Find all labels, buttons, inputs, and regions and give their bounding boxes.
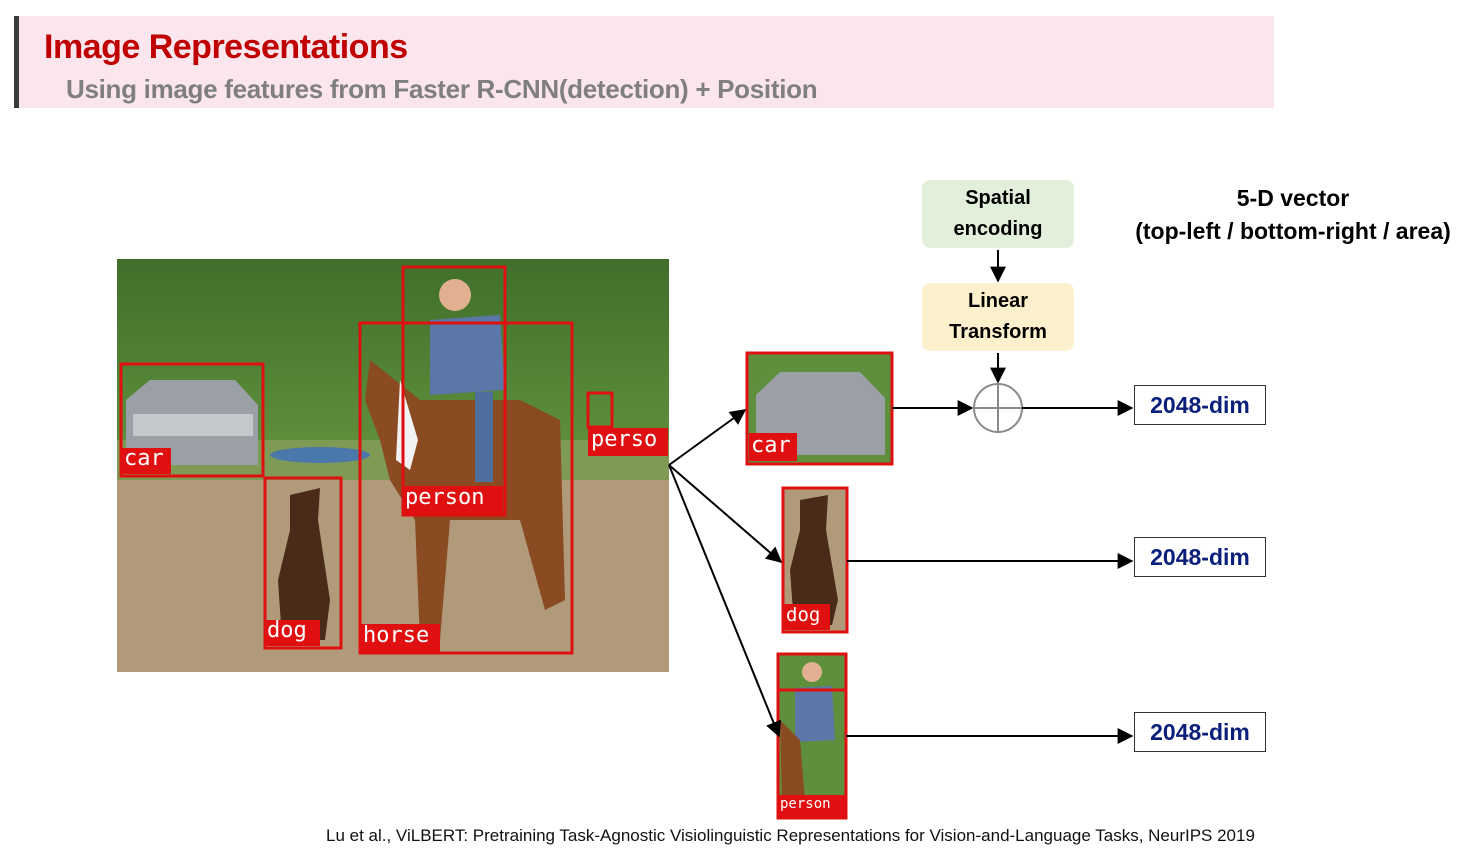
scene-photo	[117, 259, 669, 672]
spatial-encoding-line1: Spatial	[965, 187, 1031, 209]
output-box-car: 2048-dim	[1134, 385, 1266, 425]
crop-person-thumb	[776, 652, 848, 820]
det-label-person: person	[405, 485, 485, 510]
spatial-encoding-line2: encoding	[953, 218, 1043, 240]
crop-label-person: person	[780, 796, 831, 812]
vector-note-line1: 5-D vector	[1236, 185, 1350, 211]
vector-note-line2: (top-left / bottom-right / area)	[1135, 218, 1451, 244]
det-label-dog: dog	[267, 618, 307, 643]
vector-note: 5-D vector (top-left / bottom-right / ar…	[1120, 182, 1466, 248]
linear-transform-line1: Linear	[967, 290, 1029, 312]
arrow-to-dog-crop	[668, 464, 783, 564]
slide-title: Image Representations	[44, 28, 408, 66]
arrow-to-car-crop	[668, 409, 747, 466]
spatial-encoding-node: Spatial encoding	[922, 180, 1074, 248]
output-box-person: 2048-dim	[1134, 712, 1266, 752]
crop-car-thumb	[745, 351, 894, 466]
header-band	[14, 16, 1274, 108]
linear-transform-line2: Transform	[949, 321, 1047, 343]
arrow-to-person-crop	[668, 464, 781, 738]
output-box-dog: 2048-dim	[1134, 537, 1266, 577]
sum-icon	[973, 383, 1023, 433]
citation: Lu et al., ViLBERT: Pretraining Task-Agn…	[326, 826, 1255, 845]
det-label-horse: horse	[363, 623, 430, 648]
crop-label-car: car	[751, 433, 791, 458]
det-label-car: car	[124, 446, 164, 471]
linear-transform-node: Linear Transform	[922, 283, 1074, 351]
slide-subtitle: Using image features from Faster R-CNN(d…	[66, 74, 818, 104]
crop-label-dog: dog	[786, 604, 821, 626]
det-label-person-cut: perso	[591, 427, 658, 452]
